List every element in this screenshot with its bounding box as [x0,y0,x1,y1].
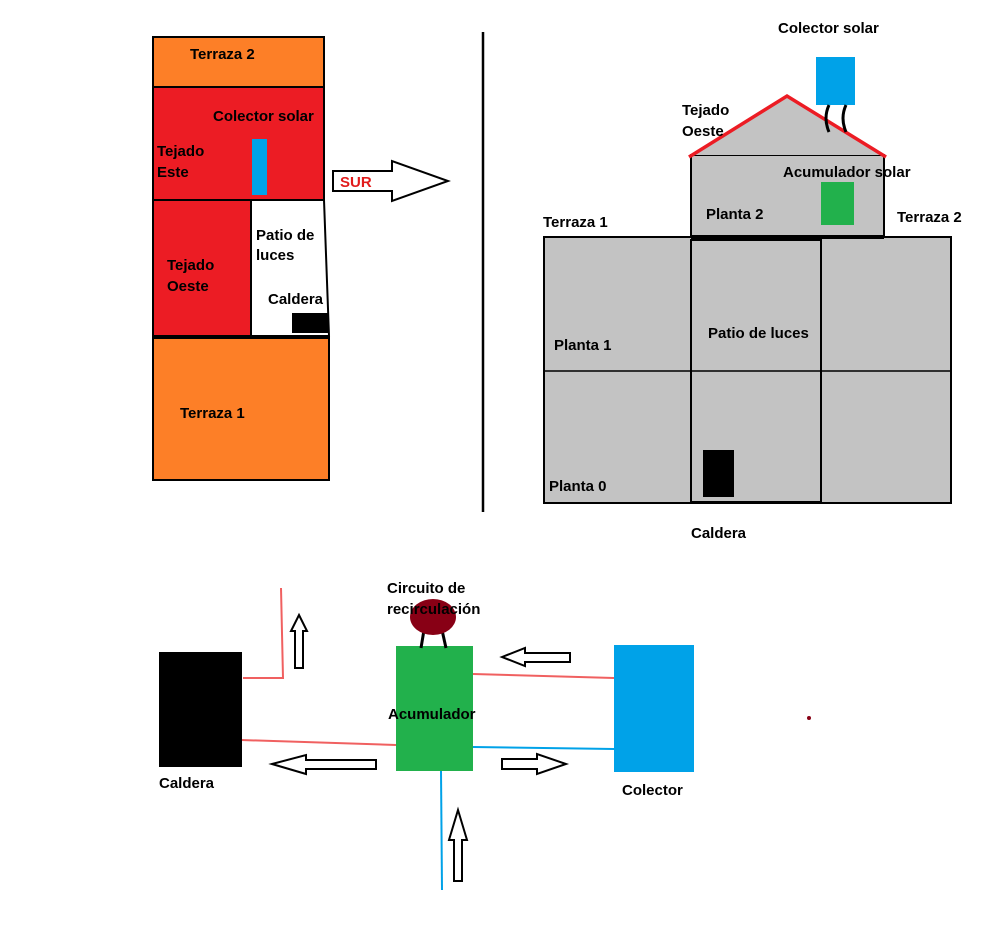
section-planta-0-label: Planta 0 [549,478,607,495]
sur-direction-arrow [332,159,451,203]
collector-hot-pipe [472,673,615,679]
flow-arrow-up-inlet [447,806,469,882]
schematic-caldera-label: Caldera [159,775,215,792]
plan-tejado-oeste-label-1: Tejado [167,257,214,274]
boiler-accumulator-pipe [240,739,397,746]
plan-tejado-oeste-label-2: Oeste [167,278,209,295]
plan-caldera-label: Caldera [268,291,324,308]
section-tejado-oeste-label-2: Oeste [682,123,724,140]
schematic-view: Circuito de recirculación Acumulador Cal… [159,580,811,891]
plan-terraza-2-zone [152,36,325,88]
sur-direction-label: SUR [340,174,372,191]
flow-arrow-left-to-boiler [268,753,377,776]
plan-patio-label-1: Patio de [256,227,314,244]
section-accumulator-box [821,182,854,225]
stray-dot [807,716,811,720]
schematic-boiler [159,652,242,767]
flow-arrow-left-to-accumulator [499,646,571,668]
plan-boiler-box [292,313,328,333]
plan-tejado-este-zone [152,86,325,201]
section-patio-label: Patio de luces [708,325,809,342]
circuito-label-2: recirculación [387,601,480,618]
plan-view: Terraza 2 Colector solar Tejado Este Tej… [152,36,451,481]
section-caldera-label: Caldera [691,525,747,542]
plan-collector-panel [252,139,267,195]
plan-tejado-este-label-2: Este [157,164,189,181]
section-acumulador-solar-label: Acumulador solar [783,164,911,181]
section-terraza-2-label: Terraza 2 [897,209,962,226]
cold-water-inlet-pipe [440,770,443,891]
plan-terraza-1-label: Terraza 1 [180,405,245,422]
section-planta-1-label: Planta 1 [554,337,612,354]
plan-terraza-1-zone [152,337,330,481]
colector-label: Colector [622,782,683,799]
section-collector-panel [816,57,855,105]
collector-cold-pipe [472,746,615,750]
plan-patio-zone [250,199,331,337]
section-tejado-oeste-label-1: Tejado [682,102,729,119]
plan-patio-label-2: luces [256,247,294,264]
circuito-label-1: Circuito de [387,580,465,597]
section-planta-2-label: Planta 2 [706,206,764,223]
schematic-accumulator [396,646,473,771]
section-view: Colector solar Tejado Oeste Acumulador s… [543,20,962,542]
hot-water-outlet-pipe [243,587,285,679]
recirculation-pump [410,599,456,635]
flow-arrow-up-hot [289,612,309,669]
acumulador-label: Acumulador [388,706,476,723]
plan-tejado-este-label-1: Tejado [157,143,204,160]
plan-colector-solar-label: Colector solar [213,108,314,125]
section-roof [691,96,884,155]
plan-terraza-2-label: Terraza 2 [190,46,255,63]
section-collector-leg-right [841,104,848,133]
schematic-collector [614,645,694,772]
plan-tejado-oeste-zone [152,199,252,337]
flow-arrow-right-to-collector [501,752,570,776]
section-roof-edge [688,93,887,159]
section-terraza-1-label: Terraza 1 [543,214,608,231]
section-boiler-box [703,450,734,497]
section-colector-solar-label: Colector solar [778,20,879,37]
section-collector-leg-left [824,104,831,133]
